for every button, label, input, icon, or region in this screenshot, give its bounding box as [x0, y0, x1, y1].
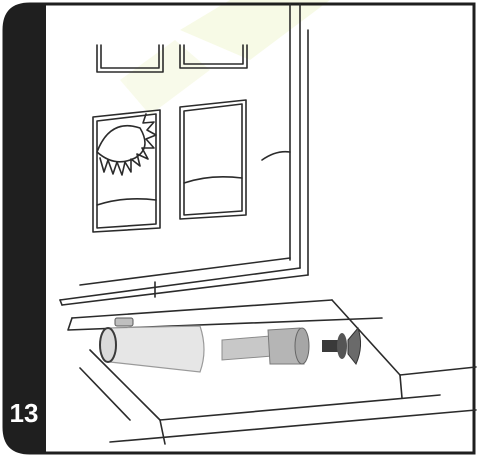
watermark: [120, 0, 330, 115]
window-pane-lower-right: [180, 100, 246, 219]
step-number: 13: [2, 398, 46, 429]
step-band: [4, 4, 46, 453]
sensor-cap: [322, 328, 361, 364]
sun-icon: [97, 114, 156, 175]
panel-border: [4, 4, 474, 453]
sensor-plug: [222, 328, 309, 364]
wall-edge: [262, 152, 290, 160]
